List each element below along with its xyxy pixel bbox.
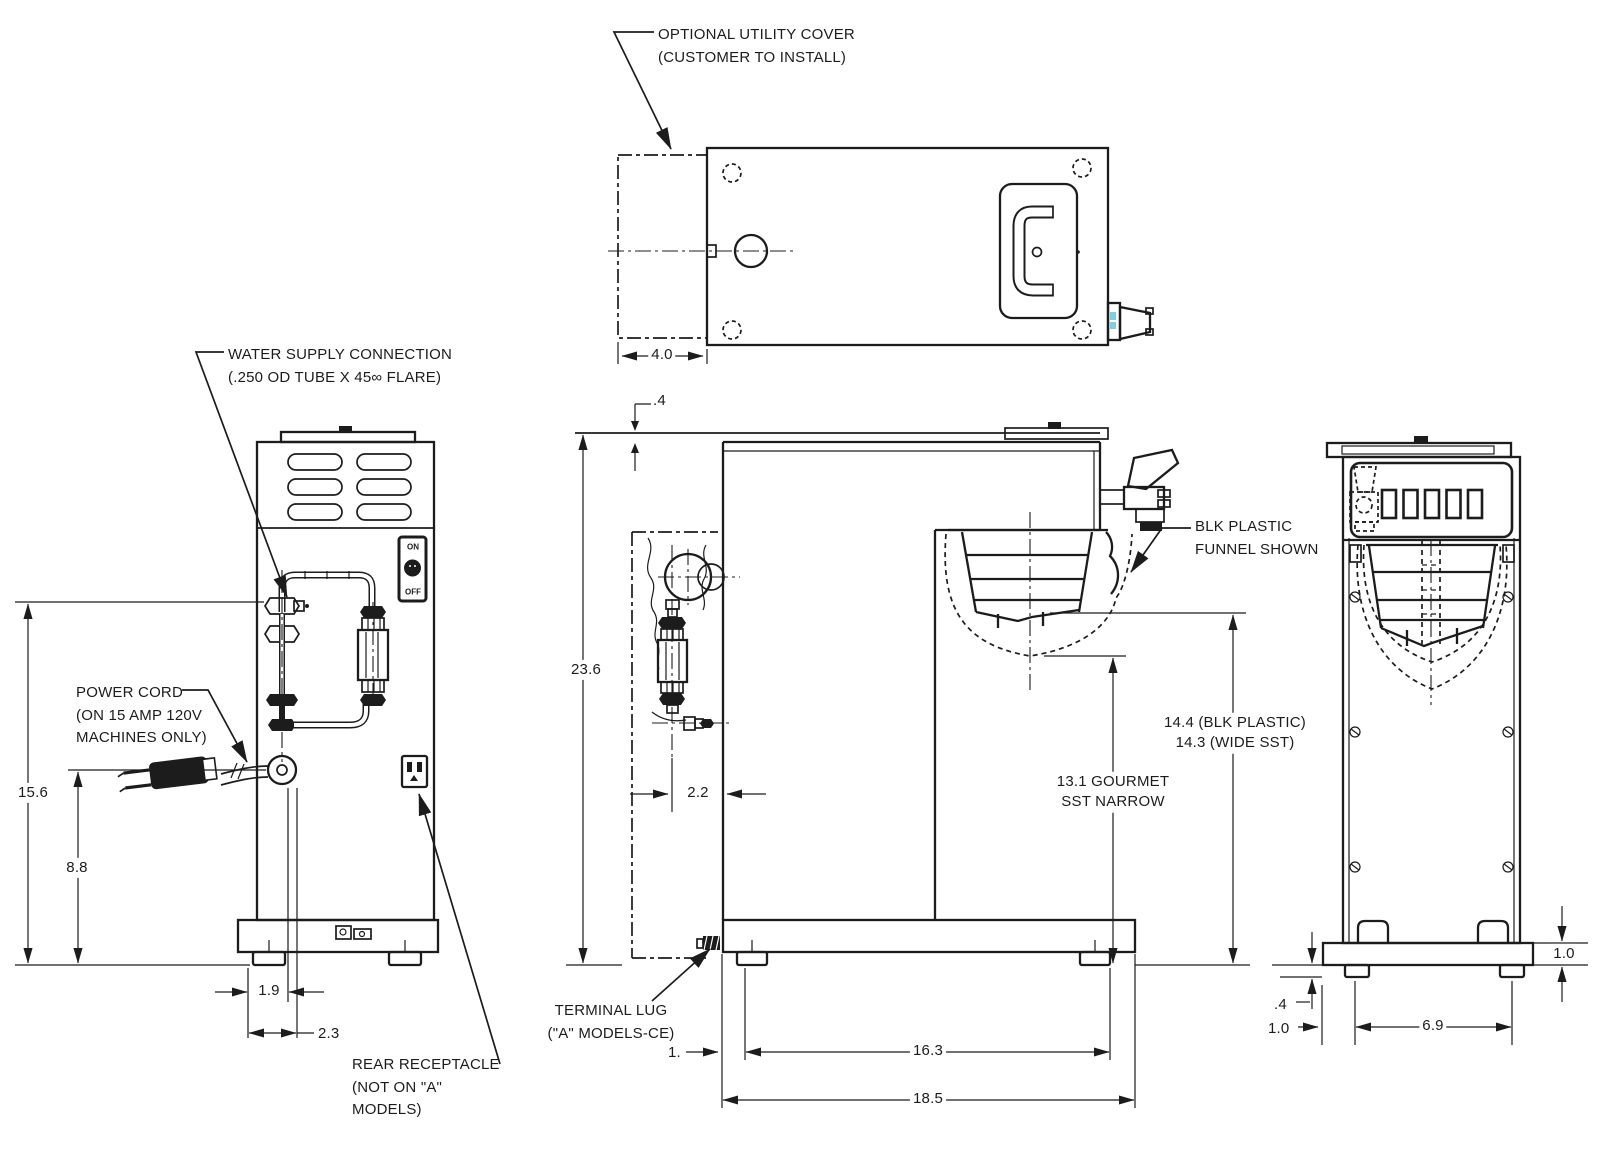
dim-front-base-offset: 1.0 [1268, 1020, 1290, 1037]
dim-rear-clearance: 2.2 [684, 782, 712, 804]
dim-front-base-height: 1.0 [1550, 943, 1578, 965]
side-base [721, 918, 1137, 967]
switch-cutouts [1380, 488, 1484, 520]
switch-on-label: ON [407, 542, 419, 552]
vent-grid [287, 453, 412, 521]
front-control-panel [1349, 461, 1514, 539]
rear-view [15, 351, 501, 1065]
water-supply-label: WATER SUPPLY CONNECTION (.250 OD TUBE X … [228, 346, 453, 386]
side-funnel [944, 512, 1133, 692]
dim-foot-span-depth: 16.3 [910, 1040, 946, 1062]
utility-cover-outline [617, 154, 708, 339]
top-warmer-pad [998, 182, 1080, 320]
power-cord-plug [117, 754, 298, 793]
funnel-height-blk-wide-label: 14.4 (BLK PLASTIC) 14.3 (WIDE SST) [1161, 712, 1309, 754]
dim-foot-to-cord: 1.9 [255, 980, 283, 1002]
front-base [1321, 919, 1535, 979]
funnel-height-gourmet-label: 13.1 GOURMET SST NARROW [1053, 771, 1173, 813]
dim-overall-height: 23.6 [568, 659, 604, 681]
power-cord-leader [182, 689, 248, 763]
rear-receptacle-outlet [400, 754, 429, 789]
front-faucet [1349, 466, 1379, 532]
dim-lug-offset: 1. [668, 1044, 681, 1061]
hidden-plumbing [652, 545, 740, 758]
dim-cover-depth: 4.0 [648, 344, 676, 366]
utility-cover-leader [612, 31, 672, 150]
rear-receptacle-leader [418, 793, 501, 1065]
water-supply-leader [194, 351, 288, 598]
dim-front-foot-height: .4 [1274, 996, 1287, 1013]
terminal-lug-part [696, 935, 720, 951]
power-cord-label: POWER CORD (ON 15 AMP 120V MACHINES ONLY… [76, 684, 207, 746]
dim-front-foot-span: 6.9 [1419, 1015, 1447, 1037]
water-inlet-plumbing [263, 570, 376, 762]
front-funnel [1349, 540, 1515, 705]
top-view [608, 31, 1154, 364]
switch-off-label: OFF [405, 587, 421, 597]
terminal-lug-label: TERMINAL LUG ("A" MODELS-CE) [547, 1002, 675, 1042]
dim-water-supply-height: 15.6 [15, 782, 51, 804]
side-view [566, 403, 1250, 1108]
side-faucet [1099, 448, 1180, 531]
dim-top-lip: .4 [653, 392, 666, 409]
front-view [1272, 436, 1588, 1045]
power-switch [397, 535, 428, 603]
blk-plastic-funnel-label: BLK PLASTIC FUNNEL SHOWN [1195, 518, 1319, 558]
dim-power-cord-height: 8.8 [63, 857, 91, 879]
front-screws [1349, 591, 1514, 873]
rear-receptacle-label: REAR RECEPTACLE (NOT ON "A" MODELS) [352, 1056, 500, 1118]
rear-base [236, 918, 440, 967]
funnel-leader [1130, 527, 1191, 573]
cyan-label-mark [1110, 312, 1116, 329]
top-lip-dimension [631, 403, 651, 471]
water-filter [356, 602, 390, 710]
rear-dimension-lines [15, 601, 324, 1038]
terminal-lug-leader [651, 948, 711, 1002]
top-faucet [1106, 301, 1154, 342]
optional-utility-cover-label: OPTIONAL UTILITY COVER (CUSTOMER TO INST… [658, 26, 855, 66]
dim-base-depth: 18.5 [910, 1088, 946, 1110]
dim-foot-to-front: 2.3 [318, 1025, 340, 1042]
top-center-hole [733, 233, 769, 269]
